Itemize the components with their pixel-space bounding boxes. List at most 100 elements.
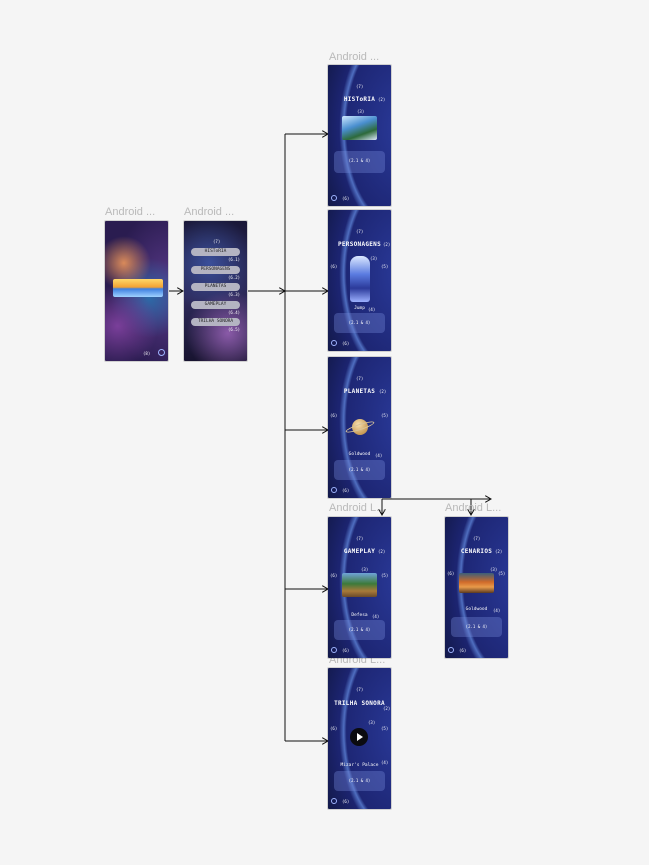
top-tag: (7) bbox=[356, 84, 364, 89]
character-figure bbox=[350, 256, 370, 302]
planetas-screen: (7) PLANETAS (2) (6) (5) Goldwood (4) (2… bbox=[328, 357, 391, 498]
back-icon[interactable] bbox=[448, 647, 454, 653]
frame-label-historia: Android ... bbox=[329, 51, 380, 63]
next-tag[interactable]: (5) bbox=[381, 264, 389, 269]
back-icon[interactable] bbox=[331, 487, 337, 493]
description-panel: (2.1 & 4) bbox=[334, 460, 385, 480]
splash-screen[interactable]: (8) bbox=[105, 221, 168, 361]
next-tag[interactable]: (5) bbox=[381, 413, 389, 418]
page-title: CENARIOS bbox=[460, 548, 493, 555]
title-tag: (2) bbox=[379, 389, 387, 394]
trilha-screen: (7) TRILHA SONORA (2) (6) (5) (3) Mizar'… bbox=[328, 668, 391, 809]
description-panel: (2.1 & 4) bbox=[334, 620, 385, 640]
back-tag: (6) bbox=[342, 488, 350, 493]
back-tag: (6) bbox=[342, 648, 350, 653]
name-tag: (4) bbox=[381, 760, 389, 765]
menu-button-historia[interactable]: HISToRIA bbox=[191, 248, 240, 256]
top-tag: (7) bbox=[356, 376, 364, 381]
planet-image bbox=[352, 419, 368, 435]
menu-button-personagens[interactable]: PERSONAGENS bbox=[191, 266, 240, 274]
image-tag: (3) bbox=[490, 567, 498, 572]
panel-text: (2.1 & 4) bbox=[348, 467, 371, 472]
title-tag: (2) bbox=[383, 242, 391, 247]
story-image bbox=[342, 116, 377, 140]
item-name: Goldwood bbox=[348, 452, 371, 457]
menu-top-tag: (7) bbox=[213, 239, 221, 244]
name-tag: (4) bbox=[372, 614, 380, 619]
menu-badge-4: (6.4) bbox=[228, 310, 241, 315]
menu-button-gameplay[interactable]: GAMEPLAY bbox=[191, 301, 240, 309]
frame-label-cenarios: Android L... bbox=[445, 502, 502, 514]
menu-badge-5: (6.5) bbox=[228, 327, 241, 332]
back-icon[interactable] bbox=[331, 647, 337, 653]
description-panel: (2.1 & 4) bbox=[334, 151, 385, 173]
panel-text: (2.1 & 4) bbox=[348, 320, 371, 325]
description-panel: (2.1 & 4) bbox=[451, 617, 502, 637]
description-panel: (2.1 & 4) bbox=[334, 771, 385, 791]
item-name: Defesa bbox=[351, 613, 368, 618]
next-tag[interactable]: (5) bbox=[381, 726, 389, 731]
gameplay-image bbox=[342, 573, 377, 597]
menu-badge-2: (6.2) bbox=[228, 275, 241, 280]
menu-badge-1: (6.1) bbox=[228, 257, 241, 262]
scenario-image bbox=[459, 573, 494, 593]
frame-label-menu: Android ... bbox=[184, 206, 235, 218]
back-icon[interactable] bbox=[331, 340, 337, 346]
prev-tag[interactable]: (6) bbox=[330, 264, 338, 269]
image-tag: (3) bbox=[370, 256, 378, 261]
title-tag: (2) bbox=[383, 706, 391, 711]
item-name: Goldwood bbox=[465, 607, 488, 612]
page-title: TRILHA SONORA bbox=[334, 700, 385, 707]
next-arrow-icon[interactable] bbox=[158, 349, 165, 356]
menu-screen: (7) HISToRIA (6.1) PERSONAGENS (6.2) PLA… bbox=[184, 221, 247, 361]
page-title: HISToRIA bbox=[343, 96, 376, 103]
back-icon[interactable] bbox=[331, 195, 337, 201]
top-tag: (7) bbox=[356, 687, 364, 692]
top-tag: (7) bbox=[356, 229, 364, 234]
prev-tag[interactable]: (6) bbox=[330, 413, 338, 418]
top-tag: (7) bbox=[473, 536, 481, 541]
frame-label-gameplay: Android L... bbox=[329, 502, 386, 514]
page-title: PERSONAGENS bbox=[337, 241, 382, 248]
menu-badge-3: (6.3) bbox=[228, 292, 241, 297]
back-tag: (6) bbox=[342, 196, 350, 201]
version-tag: (8) bbox=[143, 351, 151, 356]
play-icon bbox=[357, 733, 363, 741]
title-tag: (2) bbox=[378, 97, 386, 102]
item-name: Jump bbox=[354, 306, 365, 311]
panel-text: (2.1 & 4) bbox=[465, 624, 488, 629]
title-tag: (2) bbox=[378, 549, 386, 554]
gameplay-screen: (7) GAMEPLAY (2) (6) (5) (3) Defesa (4) … bbox=[328, 517, 391, 658]
top-tag: (7) bbox=[356, 536, 364, 541]
name-tag: (4) bbox=[493, 608, 501, 613]
back-tag: (6) bbox=[459, 648, 467, 653]
game-logo bbox=[113, 279, 163, 297]
personagens-screen: (7) PERSONAGENS (2) (6) (5) (3) Jump (4)… bbox=[328, 210, 391, 351]
image-tag: (3) bbox=[357, 109, 365, 114]
next-tag[interactable]: (5) bbox=[381, 573, 389, 578]
item-name: Mizar's Palace bbox=[340, 763, 379, 768]
name-tag: (4) bbox=[375, 453, 383, 458]
page-title: GAMEPLAY bbox=[343, 548, 376, 555]
prev-tag[interactable]: (6) bbox=[447, 571, 455, 576]
menu-button-trilha[interactable]: TRILHA SONORA bbox=[191, 318, 240, 326]
frame-label-splash: Android ... bbox=[105, 206, 156, 218]
prev-tag[interactable]: (6) bbox=[330, 573, 338, 578]
next-tag[interactable]: (5) bbox=[498, 571, 506, 576]
menu-button-planetas[interactable]: PLANETAS bbox=[191, 283, 240, 291]
page-title: PLANETAS bbox=[343, 388, 376, 395]
panel-text: (2.1 & 4) bbox=[348, 627, 371, 632]
panel-text: (2.1 & 4) bbox=[348, 158, 371, 163]
title-tag: (2) bbox=[495, 549, 503, 554]
description-panel: (2.1 & 4) bbox=[334, 313, 385, 333]
back-tag: (6) bbox=[342, 341, 350, 346]
panel-text: (2.1 & 4) bbox=[348, 778, 371, 783]
historia-screen: (7) HISToRIA (2) (3) (2.1 & 4) (6) bbox=[328, 65, 391, 206]
name-tag: (4) bbox=[368, 307, 376, 312]
image-tag: (3) bbox=[361, 567, 369, 572]
cenarios-screen: (7) CENARIOS (2) (6) (5) (3) Goldwood (4… bbox=[445, 517, 508, 658]
back-tag: (6) bbox=[342, 799, 350, 804]
back-icon[interactable] bbox=[331, 798, 337, 804]
prev-tag[interactable]: (6) bbox=[330, 726, 338, 731]
